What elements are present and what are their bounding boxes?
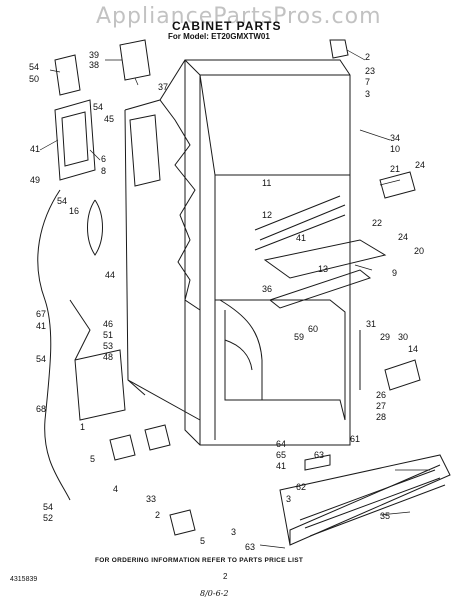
callout: 4 (113, 484, 118, 494)
callout: 48 (103, 352, 113, 362)
callout: 38 (89, 60, 99, 70)
toe-grille (279, 454, 451, 546)
callout: 54 (57, 196, 67, 206)
callout: 41 (30, 144, 40, 154)
callout: 33 (146, 494, 156, 504)
cabinet-shell (124, 59, 387, 446)
callout: 2 (155, 510, 160, 520)
callout: 45 (104, 114, 114, 124)
callout: 50 (29, 74, 39, 84)
callout: 53 (103, 341, 113, 351)
callout: 3 (286, 494, 291, 504)
callout: 68 (36, 404, 46, 414)
hinge-assembly (144, 39, 421, 536)
power-cord (37, 189, 103, 501)
callout: 61 (350, 434, 360, 444)
callout: 62 (296, 482, 306, 492)
callout: 24 (415, 160, 425, 170)
callout: 36 (262, 284, 272, 294)
callout: 54 (93, 102, 103, 112)
document-number: 4315839 (10, 576, 38, 583)
control-bracket (54, 39, 161, 187)
callout: 3 (365, 89, 370, 99)
watermark: AppliancePartsPros.com (96, 4, 382, 29)
callout: 52 (43, 513, 53, 523)
callout: 27 (376, 401, 386, 411)
ordering-note: FOR ORDERING INFORMATION REFER TO PARTS … (95, 557, 304, 564)
callout-labels: 54 50 39 38 37 54 45 41 6 8 49 54 16 44 … (29, 50, 425, 552)
rear-panel (74, 349, 136, 461)
callout: 54 (36, 354, 46, 364)
callout: 54 (29, 62, 39, 72)
page-number: 2 (223, 572, 228, 581)
callout: 7 (365, 77, 370, 87)
handwritten-mark: 8/0-6-2 (200, 589, 229, 598)
callout: 1 (80, 422, 85, 432)
model-line: For Model: ET20GMXTW01 (168, 32, 270, 41)
callout: 16 (69, 206, 79, 216)
callout: 10 (390, 144, 400, 154)
callout: 67 (36, 309, 46, 319)
callout: 6 (101, 154, 106, 164)
callout: 2 (365, 52, 370, 62)
callout: 44 (105, 270, 115, 280)
callout: 24 (398, 232, 408, 242)
callout: 63 (314, 450, 324, 460)
callout: 11 (262, 178, 271, 188)
callout: 63 (245, 542, 255, 552)
callout: 9 (392, 268, 397, 278)
callout: 39 (89, 50, 99, 60)
diagram-title: CABINET PARTS (172, 19, 282, 33)
callout: 22 (372, 218, 382, 228)
callout: 41 (36, 321, 46, 331)
callout: 30 (398, 332, 408, 342)
callout: 20 (414, 246, 424, 256)
callout: 13 (318, 264, 328, 274)
callout: 35 (380, 511, 390, 521)
callout: 31 (366, 319, 376, 329)
callout: 54 (43, 502, 53, 512)
callout: 23 (365, 66, 375, 76)
callout: 29 (380, 332, 390, 342)
callout: 8 (101, 166, 106, 176)
callout: 64 (276, 439, 286, 449)
callout: 12 (262, 210, 272, 220)
callout: 41 (276, 461, 286, 471)
callout: 37 (158, 82, 168, 92)
callout: 41 (296, 233, 306, 243)
callout: 46 (103, 319, 113, 329)
callout: 65 (276, 450, 286, 460)
callout: 60 (308, 324, 318, 334)
callout: 3 (231, 527, 236, 537)
callout: 26 (376, 390, 386, 400)
callout: 14 (408, 344, 418, 354)
callout: 21 (390, 164, 400, 174)
callout: 28 (376, 412, 386, 422)
leader-lines (39, 49, 430, 549)
callout: 51 (103, 330, 113, 340)
callout: 5 (200, 536, 205, 546)
callout: 5 (90, 454, 95, 464)
callout: 34 (390, 133, 400, 143)
callout: 59 (294, 332, 304, 342)
callout: 49 (30, 175, 40, 185)
